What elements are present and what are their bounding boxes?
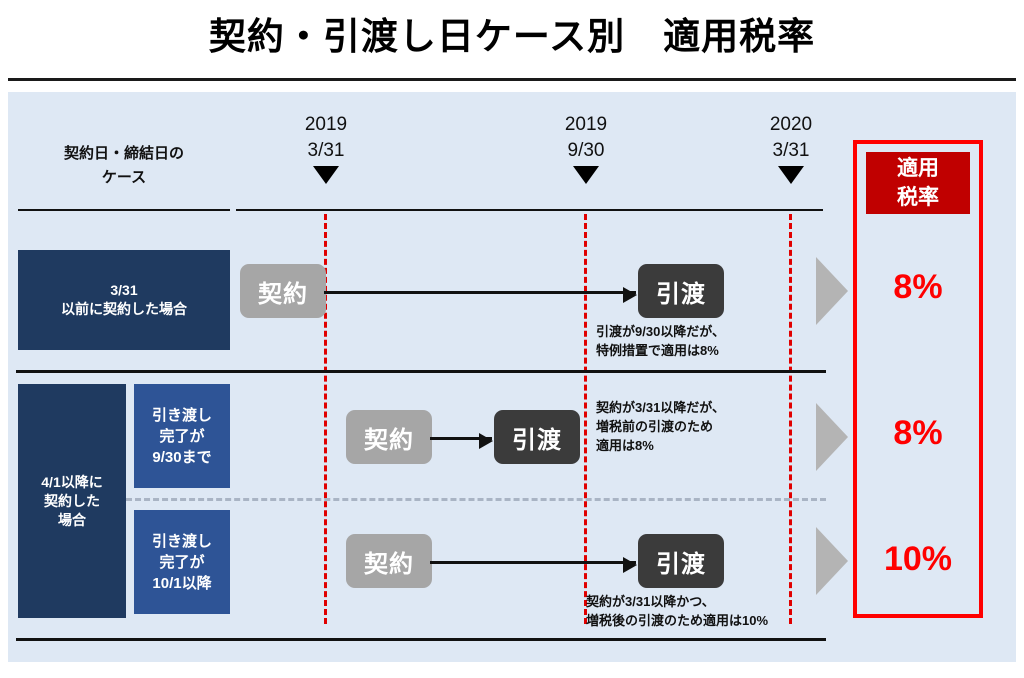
row-3-contract-pill: 契約 bbox=[346, 534, 432, 588]
rate-panel-header: 適用 税率 bbox=[866, 152, 970, 214]
row-1-note: 引渡が9/30以降だが、 特例措置で適用は8% bbox=[596, 324, 726, 358]
case-column-header-divider bbox=[18, 209, 230, 211]
row-1-arrow bbox=[324, 287, 637, 303]
row-2-sub-box: 引き渡し 完了が 9/30まで bbox=[134, 384, 230, 488]
row-1-chevron-icon bbox=[816, 257, 848, 325]
row-1-divider bbox=[16, 370, 826, 373]
row-3-rate-value: 10% bbox=[883, 540, 953, 578]
guide-line-2019-03-31 bbox=[324, 214, 327, 624]
timeline-marker-3-date: 3/31 bbox=[772, 140, 810, 161]
row-2-case-box: 4/1以降に 契約した 場合 bbox=[18, 384, 126, 618]
guide-line-2019-09-30 bbox=[584, 214, 587, 624]
title-divider bbox=[8, 78, 1016, 81]
timeline-marker-1: 2019 3/31 bbox=[266, 112, 386, 184]
case-column-header: 契約日・締結日の ケース bbox=[63, 145, 184, 186]
row-3-note: 契約が3/31以降かつ、 増税後の引渡のため適用は10% bbox=[586, 594, 769, 628]
row-1-case-box: 3/31 以前に契約した場合 bbox=[18, 250, 230, 350]
timeline-marker-1-date: 3/31 bbox=[307, 140, 345, 161]
page-title: 契約・引渡し日ケース別 適用税率 bbox=[208, 16, 816, 57]
row-3-sub-box: 引き渡し 完了が 10/1以降 bbox=[134, 510, 230, 614]
diagram-panel: 契約日・締結日の ケース 2019 3/31 2019 9/30 2020 3/… bbox=[8, 92, 1016, 662]
timeline-axis-line bbox=[236, 209, 823, 211]
timeline-marker-2-date: 9/30 bbox=[567, 140, 605, 161]
timeline-marker-3: 2020 3/31 bbox=[731, 112, 851, 184]
down-triangle-marker-icon bbox=[573, 166, 599, 184]
down-triangle-marker-icon bbox=[778, 166, 804, 184]
timeline-marker-2-year: 2019 bbox=[564, 114, 608, 135]
row-3-delivery-pill: 引渡 bbox=[638, 534, 724, 588]
row-2-3-dashed-divider bbox=[126, 498, 826, 501]
row-2-chevron-icon bbox=[816, 403, 848, 471]
row-1-rate-value: 8% bbox=[893, 268, 943, 306]
down-triangle-marker-icon bbox=[313, 166, 339, 184]
guide-line-2020-03-31 bbox=[789, 214, 792, 624]
timeline-marker-3-year: 2020 bbox=[769, 114, 813, 135]
title-area: 契約・引渡し日ケース別 適用税率 bbox=[0, 0, 1024, 84]
rate-panel-border bbox=[853, 140, 983, 618]
row-3-chevron-icon bbox=[816, 527, 848, 595]
row-2-delivery-pill: 引渡 bbox=[494, 410, 580, 464]
row-2-rate-value: 8% bbox=[893, 414, 943, 452]
row-2-contract-pill: 契約 bbox=[346, 410, 432, 464]
row-1-contract-pill: 契約 bbox=[240, 264, 326, 318]
row-3-arrow bbox=[430, 557, 637, 573]
bottom-divider bbox=[16, 638, 826, 641]
row-2-arrow bbox=[430, 433, 493, 449]
timeline-marker-2: 2019 9/30 bbox=[526, 112, 646, 184]
timeline-marker-1-year: 2019 bbox=[304, 114, 348, 135]
row-1-delivery-pill: 引渡 bbox=[638, 264, 724, 318]
row-2-note: 契約が3/31以降だが、 増税前の引渡のため 適用は8% bbox=[596, 400, 726, 453]
